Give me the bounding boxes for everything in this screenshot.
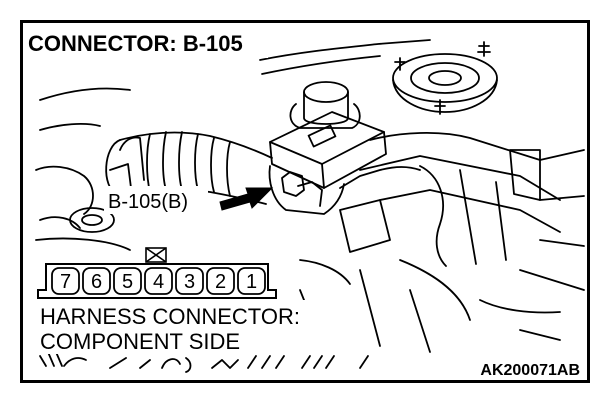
caption-line-2: COMPONENT SIDE bbox=[40, 329, 240, 354]
callout-backing bbox=[104, 186, 208, 214]
title-backing bbox=[24, 24, 268, 58]
connector-pin-cell bbox=[51, 267, 80, 295]
connector-pin-number: 7 bbox=[60, 271, 71, 293]
connector-pin-2: 2 bbox=[206, 267, 235, 295]
blocked-cavity-icon bbox=[145, 247, 167, 263]
connector-pin-number: 1 bbox=[246, 271, 257, 293]
connector-pin-3: 3 bbox=[175, 267, 204, 295]
connector-pin-6: 6 bbox=[82, 267, 111, 295]
connector-pin-cell bbox=[82, 267, 111, 295]
connector-title: CONNECTOR: B-105 bbox=[28, 31, 243, 56]
connector-pin-cell bbox=[237, 267, 266, 295]
connector-pin-4: 4 bbox=[144, 267, 173, 295]
figure-id-backing bbox=[432, 358, 584, 378]
figure-id: AK200071AB bbox=[480, 362, 580, 379]
connector-pin-cell bbox=[144, 267, 173, 295]
connector-pin-number: 5 bbox=[122, 271, 133, 293]
callout-label: B-105(B) bbox=[108, 191, 188, 213]
caption-backing bbox=[30, 300, 332, 354]
connector-pin-number: 4 bbox=[153, 271, 164, 293]
connector-pin-1: 1 bbox=[237, 267, 266, 295]
connector-pin-number: 6 bbox=[91, 271, 102, 293]
connector-pin-5: 5 bbox=[113, 267, 142, 295]
connector-pin-number: 2 bbox=[215, 271, 226, 293]
connector-pin-number: 3 bbox=[184, 271, 195, 293]
connector-pin-cell bbox=[206, 267, 235, 295]
connector-pin-cell bbox=[113, 267, 142, 295]
connector-pin-cell bbox=[175, 267, 204, 295]
connector-pin-7: 7 bbox=[51, 267, 80, 295]
caption-line-1: HARNESS CONNECTOR: bbox=[40, 304, 300, 329]
callout-arrow-icon bbox=[219, 187, 274, 211]
